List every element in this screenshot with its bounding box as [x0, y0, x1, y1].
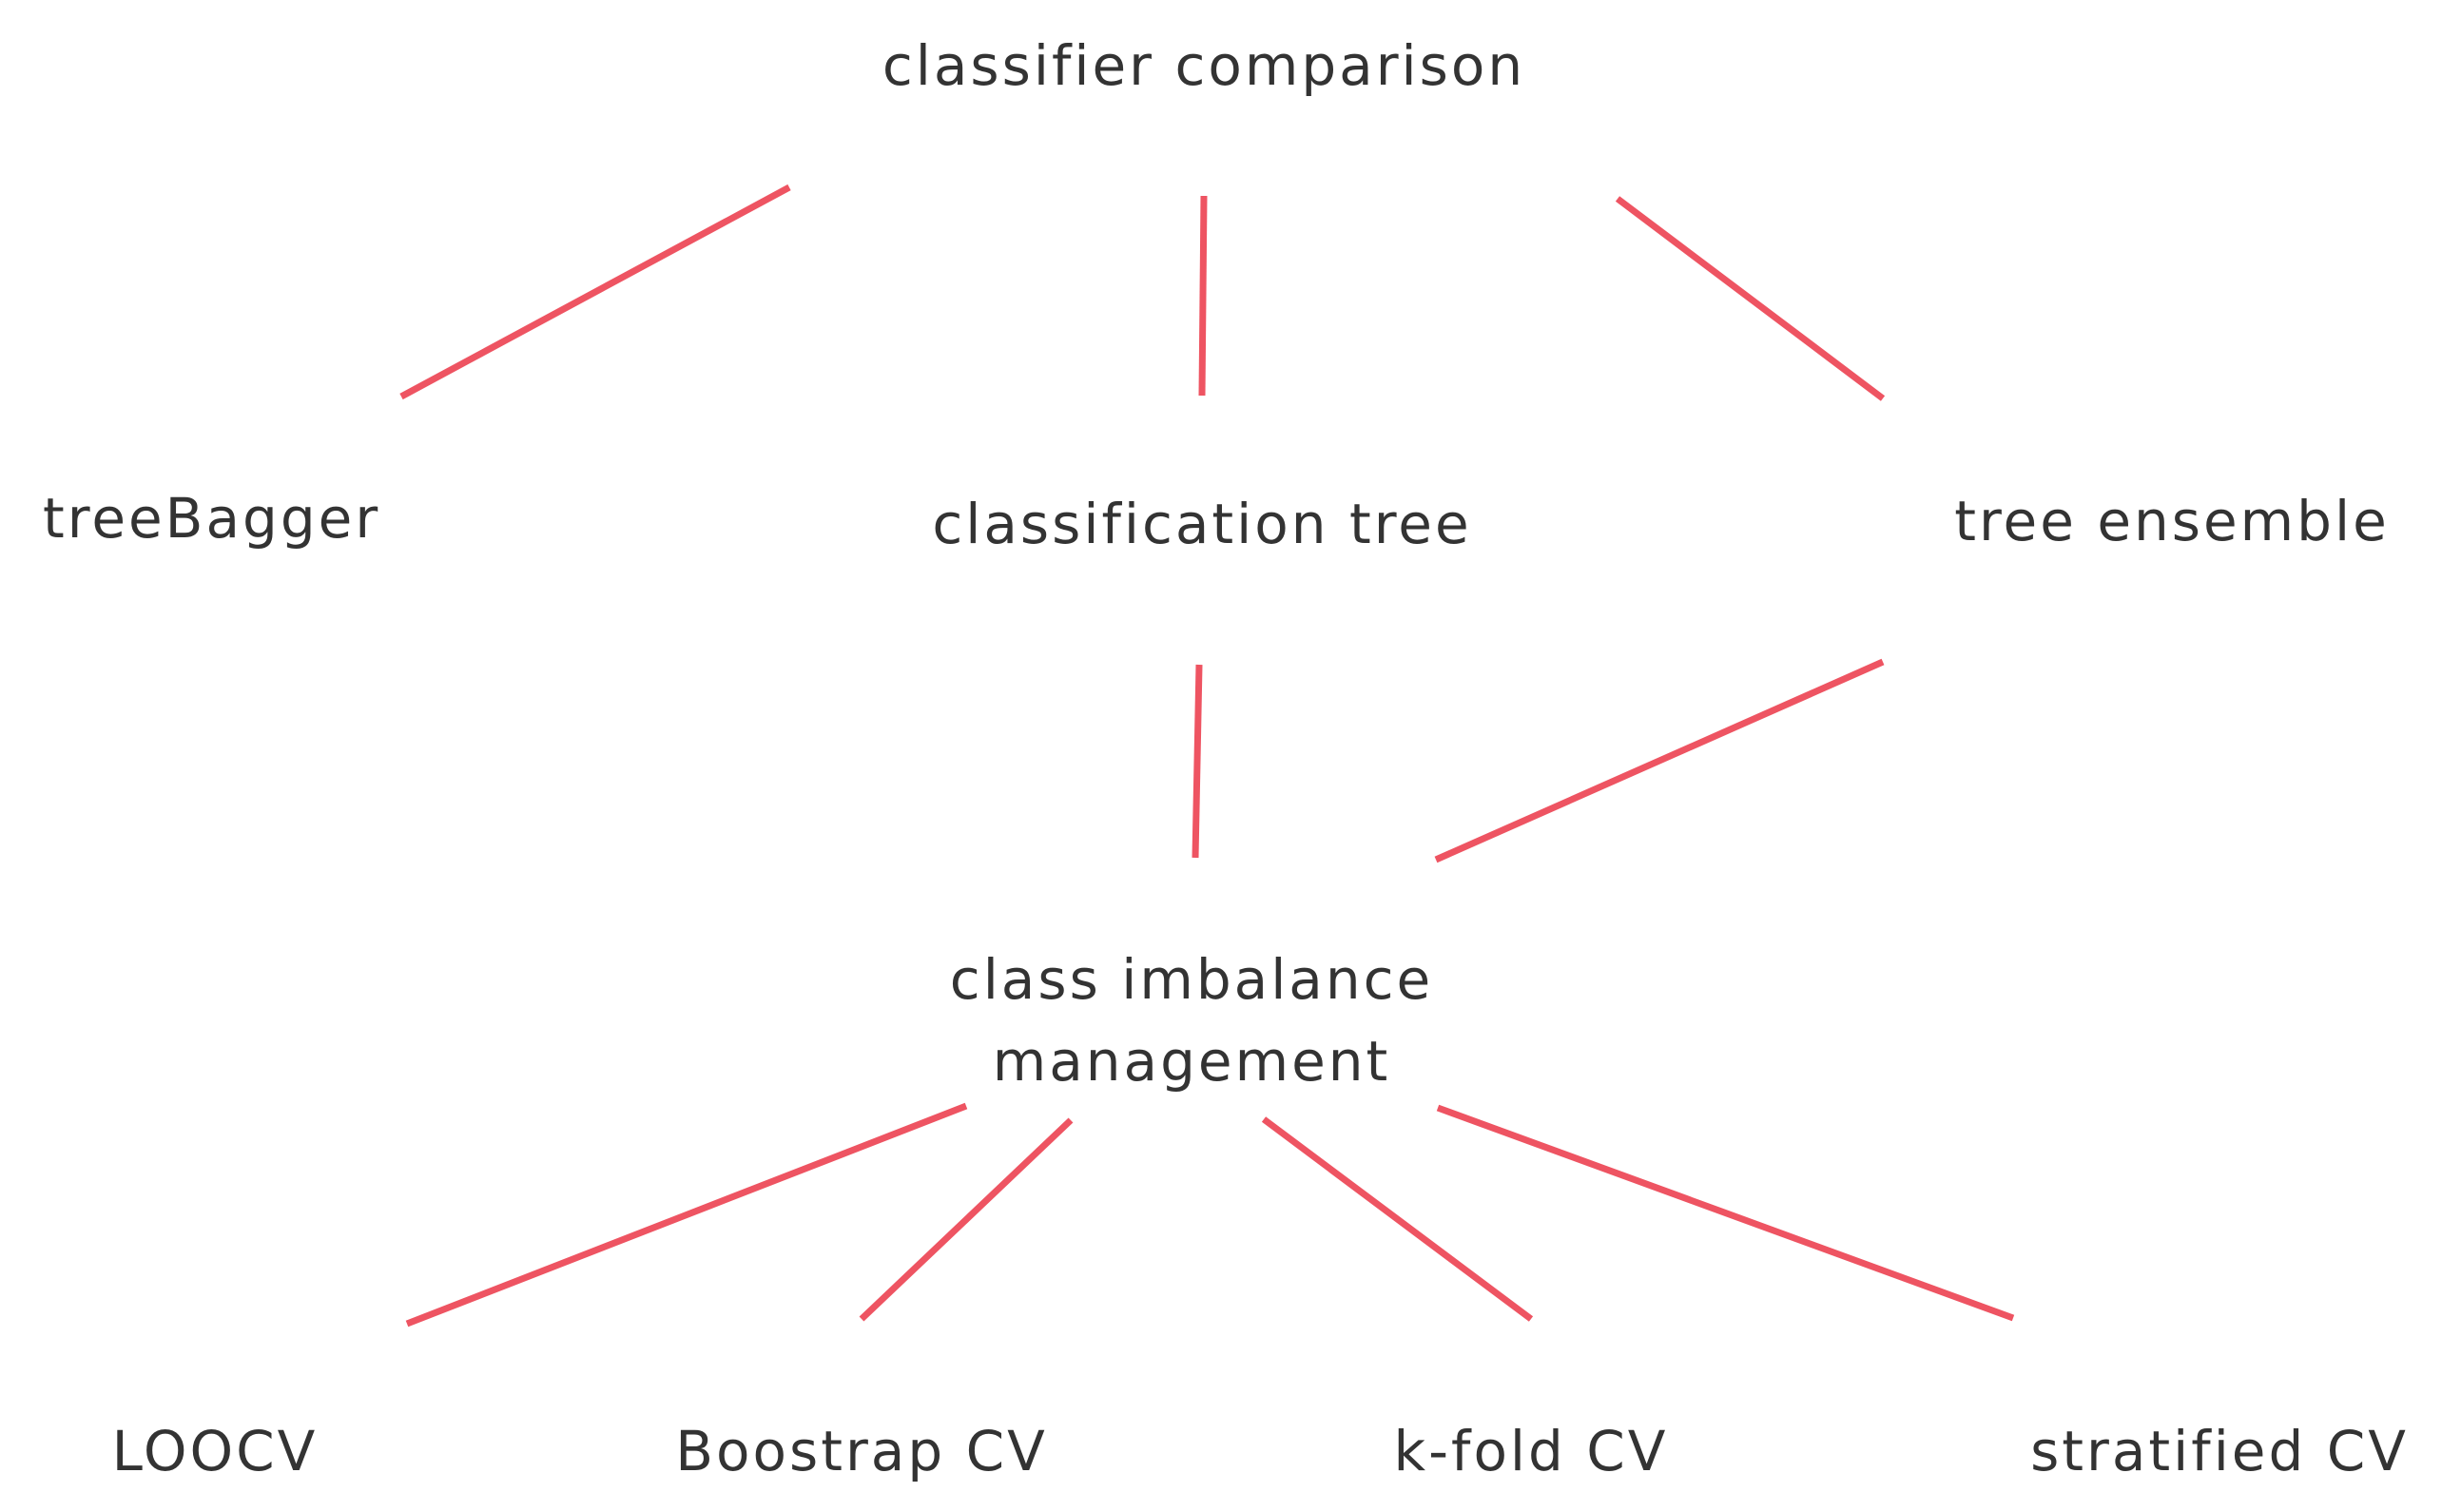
node-classification-tree: classification tree: [932, 492, 1472, 556]
node-bootstrap-cv: Boostrap CV: [675, 1419, 1048, 1483]
edge-classification-tree-imbalance: [1192, 664, 1203, 859]
edge-root-treebagger: [399, 184, 791, 400]
edge-imbalance-stratified: [1436, 1104, 2015, 1322]
edge-imbalance-bootstrap: [859, 1117, 1074, 1322]
edge-tree-ensemble-imbalance: [1434, 658, 1885, 863]
edge-imbalance-kfold: [1261, 1116, 1534, 1322]
node-class-imbalance-management: class imbalance management: [950, 939, 1433, 1102]
edge-root-classification-tree: [1198, 195, 1208, 397]
node-class-imbalance-line-1: class imbalance: [949, 947, 1434, 1012]
node-class-imbalance-line-2: management: [992, 1029, 1391, 1094]
node-tree-ensemble: tree ensemble: [1954, 489, 2390, 553]
node-k-fold-cv: k-fold CV: [1393, 1419, 1669, 1483]
edge-imbalance-loocv: [405, 1102, 968, 1328]
edge-root-tree-ensemble: [1615, 196, 1886, 401]
node-treebagger: treeBagger: [43, 486, 381, 551]
node-loocv: LOOCV: [111, 1419, 319, 1483]
node-classifier-comparison: classifier comparison: [882, 33, 1526, 98]
node-stratified-cv: stratified CV: [2030, 1419, 2409, 1483]
